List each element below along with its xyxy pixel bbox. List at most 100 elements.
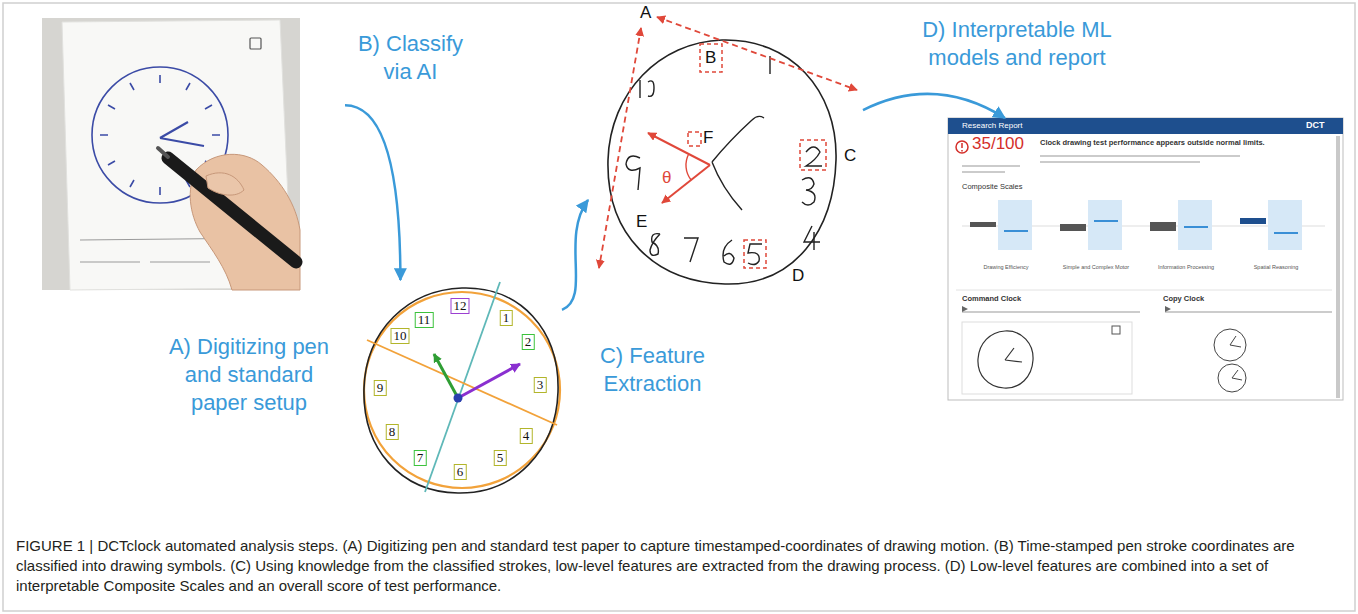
report-screenshot <box>1218 364 1246 392</box>
scale-label: Simple and Complex Motor <box>1056 264 1136 271</box>
report-screenshot <box>956 141 968 153</box>
clock-digit: 6 <box>454 464 467 480</box>
report-screenshot <box>1274 232 1298 234</box>
flow-arrow <box>562 200 588 310</box>
report-screenshot <box>962 322 1132 394</box>
report-screenshot <box>948 118 1343 400</box>
report-heading: Command Clock <box>962 294 1021 303</box>
clock-digit: 9 <box>374 380 387 396</box>
classified-clock <box>425 282 500 492</box>
clock-digit: 10 <box>391 328 410 344</box>
pen-photo <box>160 122 204 146</box>
pen-photo <box>206 173 244 195</box>
feature-clock <box>648 133 710 165</box>
report-screenshot <box>1094 220 1118 222</box>
report-screenshot <box>1214 329 1246 361</box>
clock-digit: 7 <box>414 450 427 466</box>
pen-photo <box>42 18 300 290</box>
angle-symbol: θ <box>662 168 671 188</box>
flow-arrow <box>863 94 1005 118</box>
report-score: 35/100 <box>972 134 1024 154</box>
feature-clock <box>626 56 822 265</box>
pen-photo <box>158 148 168 157</box>
clock-digit: 12 <box>451 298 470 314</box>
report-screenshot <box>1240 218 1266 224</box>
feature-clock <box>599 17 857 284</box>
report-screenshot <box>1112 326 1120 334</box>
report-screenshot <box>1268 200 1302 250</box>
report-screenshot <box>962 312 1332 313</box>
report-panel: Research ReportDCT35/100Clock drawing te… <box>948 118 1343 400</box>
report-screenshot <box>998 200 1032 250</box>
pen-photo <box>250 38 261 49</box>
report-screenshot <box>970 222 996 227</box>
report-screenshot <box>1336 136 1340 398</box>
report-screenshot <box>948 118 1343 400</box>
feature-clock <box>800 140 826 170</box>
scale-label: Spatial Reasoning <box>1236 264 1316 271</box>
feature-clock-panel: A B C D E Fθ <box>588 0 863 292</box>
report-screenshot <box>1230 336 1241 347</box>
feature-clock <box>657 17 857 90</box>
report-heading: Copy Clock <box>1163 294 1204 303</box>
classified-clock <box>367 340 557 425</box>
report-screenshot <box>1004 230 1028 232</box>
report-screenshot <box>1178 200 1212 250</box>
feature-clock <box>700 44 722 72</box>
report-screenshot <box>1060 224 1086 231</box>
feature-letter: D <box>792 266 804 286</box>
clock-digit: 8 <box>386 424 399 440</box>
classified-clock <box>434 354 458 398</box>
clock-digit: 3 <box>534 377 547 393</box>
classified-clock-panel: 121234567891011 <box>360 280 562 500</box>
photo-panel: A) Digitizing pen and standard paper set… <box>40 15 345 425</box>
clock-digit: 4 <box>520 428 533 444</box>
report-screenshot <box>1005 348 1022 362</box>
step-label: B) Classify via AI <box>348 30 473 86</box>
scale-label: Drawing Efficiency <box>966 264 1046 271</box>
pen-photo <box>168 158 296 262</box>
pen-photo <box>42 18 300 290</box>
feature-clock <box>688 44 826 268</box>
flow-arrow <box>345 105 400 280</box>
feature-clock <box>686 154 691 180</box>
report-screenshot <box>962 306 1171 312</box>
step-label: C) Feature Extraction <box>590 342 715 398</box>
feature-letter: E <box>636 212 647 232</box>
scale-label: Information Processing <box>1146 264 1226 271</box>
report-screenshot <box>1232 370 1242 380</box>
feature-letter: C <box>844 146 856 166</box>
report-screenshot <box>962 156 1240 172</box>
feature-clock <box>688 132 701 146</box>
report-header: Research Report <box>962 121 1022 131</box>
report-screenshot <box>948 118 1343 134</box>
report-screenshot <box>1088 200 1122 250</box>
report-logo: DCT <box>1306 120 1325 131</box>
feature-letter: F <box>703 128 713 148</box>
feature-clock <box>599 28 641 268</box>
step-label: D) Interpretable ML models and report <box>902 16 1132 72</box>
feature-clock <box>712 116 764 210</box>
feature-letter: B <box>705 48 716 68</box>
step-label: A) Digitizing pen and standard paper set… <box>156 333 342 417</box>
classified-clock <box>364 282 560 493</box>
figure-caption: FIGURE 1 | DCTclock automated analysis s… <box>16 536 1342 596</box>
classified-clock <box>454 394 463 403</box>
report-screenshot <box>970 200 1302 250</box>
report-screenshot <box>1184 226 1208 228</box>
report-screenshot <box>978 331 1033 388</box>
report-screenshot <box>956 290 1332 291</box>
clock-digit: 11 <box>415 312 434 328</box>
report-screenshot <box>961 143 963 152</box>
clock-digit: 2 <box>522 334 535 350</box>
report-screenshot <box>1150 222 1176 231</box>
report-heading: Composite Scales <box>962 182 1022 191</box>
clock-digit: 5 <box>494 450 507 466</box>
feature-letter: A <box>640 3 651 23</box>
classified-clock <box>458 364 520 398</box>
feature-clock <box>744 240 766 268</box>
figure-frame <box>3 3 1355 611</box>
